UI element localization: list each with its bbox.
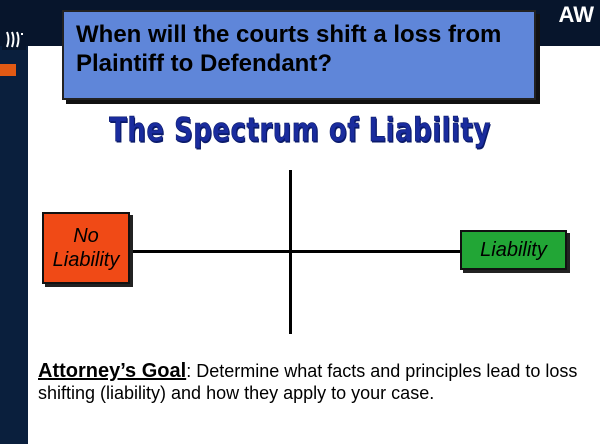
left-strip <box>0 46 28 444</box>
slide-title: When will the courts shift a loss from P… <box>62 10 536 100</box>
attorney-goal: Attorney’s Goal: Determine what facts an… <box>38 360 578 404</box>
spectrum-heading: The Spectrum of Liability <box>109 112 491 150</box>
university-logo-icon <box>2 28 26 50</box>
header-tag-text: AW <box>558 2 594 27</box>
goal-separator: : <box>186 361 192 381</box>
goal-label: Attorney’s Goal <box>38 360 187 382</box>
spectrum-vertical-axis <box>289 170 292 334</box>
liability-box: Liability <box>460 230 567 270</box>
liability-label: Liability <box>480 238 547 261</box>
no-liability-label: No Liability <box>52 225 120 271</box>
accent-square <box>0 64 16 76</box>
spectrum-horizontal-axis <box>130 250 470 253</box>
no-liability-box: No Liability <box>42 212 130 284</box>
goal-text: Determine what facts and principles lead… <box>38 361 578 403</box>
